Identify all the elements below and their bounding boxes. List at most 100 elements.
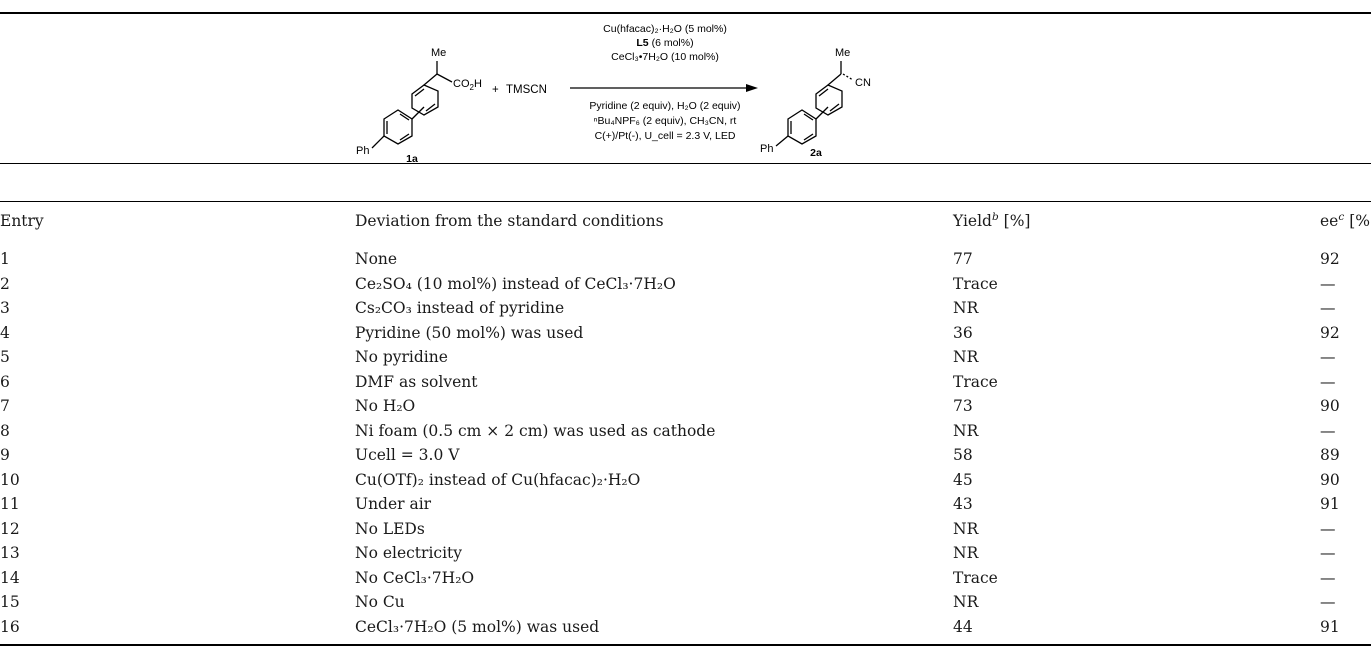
- cell-yield: 58: [953, 446, 973, 464]
- condition-ligand: L5 (6 mol%): [636, 37, 693, 49]
- product-me-label: Me: [835, 47, 850, 59]
- header-yield: Yieldb [%]: [953, 210, 1031, 230]
- cell-entry: 7: [0, 397, 10, 415]
- cell-deviation: Pyridine (50 mol%) was used: [355, 323, 584, 342]
- cell-deviation: None: [355, 250, 398, 268]
- cell-ee: 90: [1320, 470, 1340, 489]
- cell-yield: NR: [953, 593, 979, 611]
- table-row: 3 Cs₂CO₃ instead of pyridine NR —: [0, 296, 1371, 321]
- product-structure: [775, 61, 854, 147]
- product-cn-label: CN: [855, 77, 871, 89]
- cell-deviation: Ucell = 3.0 V: [355, 446, 460, 464]
- cell-deviation: Ni foam (0.5 cm × 2 cm) was used as cath…: [355, 421, 716, 440]
- header-entry: Entry: [0, 212, 44, 230]
- optimization-table: Entry Deviation from the standard condit…: [0, 202, 1371, 639]
- table-row: 14 No CeCl₃·7H₂O Trace —: [0, 566, 1371, 591]
- reaction-scheme: Me CO2H Ph 1a + TMSCN Cu(hfacac)₂·H₂O (5…: [356, 23, 871, 162]
- table-row: 8 Ni foam (0.5 cm × 2 cm) was used as cat…: [0, 419, 1371, 444]
- plus-sign: +: [492, 84, 499, 96]
- cell-deviation: CeCl₃·7H₂O (5 mol%) was used: [355, 617, 600, 636]
- cell-deviation: Cs₂CO₃ instead of pyridine: [355, 299, 565, 317]
- substrate-ph-label: Ph: [356, 145, 369, 157]
- substrate-me-label: Me: [431, 47, 446, 59]
- cell-entry: 16: [0, 617, 20, 636]
- substrate-compound-label: 1a: [406, 153, 418, 162]
- cell-entry: 1: [0, 250, 10, 268]
- cell-yield: Trace: [953, 372, 998, 391]
- cell-yield: Trace: [953, 568, 998, 587]
- cell-entry: 11: [0, 495, 20, 513]
- cell-yield: 43: [953, 495, 973, 513]
- cell-ee: —: [1320, 348, 1336, 366]
- reagent-label: TMSCN: [506, 84, 547, 96]
- table-row: 7 No H₂O 73 90: [0, 394, 1371, 419]
- cell-entry: 9: [0, 446, 10, 464]
- substrate-acid-label: CO2H: [453, 78, 482, 92]
- cell-deviation: No LEDs: [355, 519, 425, 538]
- header-ee: eec [%]: [1320, 210, 1371, 230]
- cell-ee: —: [1320, 568, 1336, 587]
- table-row: 10 Cu(OTf)₂ instead of Cu(hfacac)₂·H₂O 45 9…: [0, 468, 1371, 493]
- cell-entry: 2: [0, 274, 10, 293]
- cell-entry: 14: [0, 568, 20, 587]
- header-deviation: Deviation from the standard conditions: [355, 212, 664, 230]
- cell-deviation: Cu(OTf)₂ instead of Cu(hfacac)₂·H₂O: [355, 470, 641, 489]
- condition-additive: CeCl₃•7H₂O (10 mol%): [611, 51, 719, 63]
- cell-entry: 8: [0, 421, 10, 440]
- cell-yield: NR: [953, 299, 979, 317]
- cell-yield: 73: [953, 397, 973, 415]
- cell-ee: —: [1320, 372, 1336, 391]
- table-row: 15 No Cu NR —: [0, 590, 1371, 615]
- scheme-rule: [0, 163, 1371, 164]
- cell-ee: —: [1320, 544, 1336, 562]
- cell-deviation: Under air: [355, 495, 432, 513]
- cell-deviation: No H₂O: [355, 397, 416, 415]
- cell-yield: NR: [953, 421, 979, 440]
- cell-yield: NR: [953, 519, 979, 538]
- cell-entry: 15: [0, 593, 20, 611]
- cell-entry: 10: [0, 470, 20, 489]
- cell-yield: 44: [953, 617, 973, 636]
- cell-ee: 89: [1320, 446, 1340, 464]
- cell-deviation: DMF as solvent: [355, 372, 478, 391]
- cell-entry: 5: [0, 348, 10, 366]
- condition-electrolyte: ⁿBu₄NPF₆ (2 equiv), CH₃CN, rt: [594, 115, 737, 127]
- cell-yield: Trace: [953, 274, 998, 293]
- cell-ee: —: [1320, 421, 1336, 440]
- reaction-arrowhead: [746, 84, 758, 92]
- cell-ee: —: [1320, 519, 1336, 538]
- table-row: 6 DMF as solvent Trace —: [0, 370, 1371, 395]
- top-rule: [0, 12, 1371, 14]
- cell-entry: 12: [0, 519, 20, 538]
- cell-ee: 92: [1320, 323, 1340, 342]
- cell-yield: 45: [953, 470, 973, 489]
- cell-yield: NR: [953, 544, 979, 562]
- bottom-rule: [0, 644, 1371, 646]
- table-row: 16 CeCl₃·7H₂O (5 mol%) was used 44 91: [0, 615, 1371, 640]
- cell-entry: 6: [0, 372, 10, 391]
- substrate-structure: [371, 61, 453, 149]
- cell-deviation: No Cu: [355, 593, 405, 611]
- condition-catalyst: Cu(hfacac)₂·H₂O (5 mol%): [603, 23, 727, 35]
- cell-ee: 90: [1320, 397, 1340, 415]
- condition-base: Pyridine (2 equiv), H₂O (2 equiv): [589, 100, 740, 112]
- cell-ee: —: [1320, 593, 1336, 611]
- product-ph-label: Ph: [760, 143, 773, 155]
- cell-ee: 91: [1320, 495, 1340, 513]
- cell-deviation: No electricity: [355, 544, 463, 562]
- cell-ee: —: [1320, 299, 1336, 317]
- cell-deviation: No CeCl₃·7H₂O: [355, 568, 475, 587]
- cell-entry: 3: [0, 299, 10, 317]
- cell-ee: —: [1320, 274, 1336, 293]
- cell-ee: 92: [1320, 250, 1340, 268]
- table-header-row: Entry Deviation from the standard condit…: [0, 202, 1371, 240]
- table-row: 9 Ucell = 3.0 V 58 89: [0, 443, 1371, 468]
- cell-yield: NR: [953, 348, 979, 366]
- cell-ee: 91: [1320, 617, 1340, 636]
